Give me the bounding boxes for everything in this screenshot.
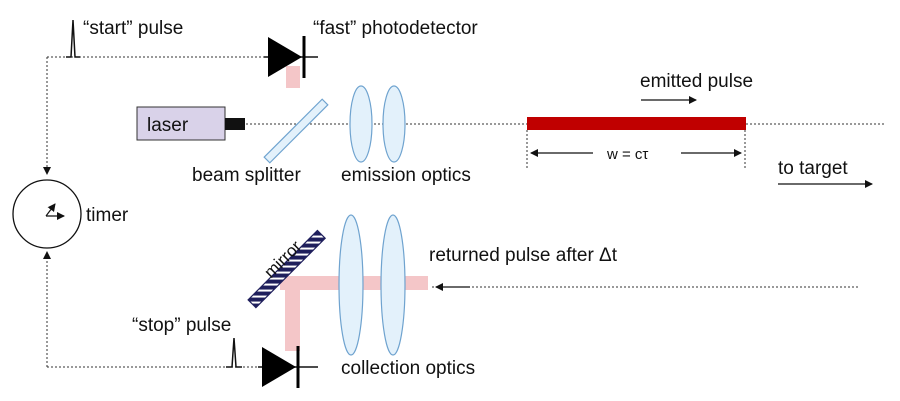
beam-splitter-icon <box>263 98 329 164</box>
mirror-icon <box>247 229 327 309</box>
beam-splitter-label: beam splitter <box>192 165 301 186</box>
collection-lens-2 <box>380 214 406 356</box>
returned-pulse-label: returned pulse after Δt <box>429 245 618 266</box>
stop-pulse-label: “stop” pulse <box>132 315 231 336</box>
start-pulse-label: “start” pulse <box>83 18 183 39</box>
emission-lens-2 <box>382 85 406 163</box>
to-target-label: to target <box>778 158 848 179</box>
emitted-pulse-label: emitted pulse <box>640 71 753 92</box>
pulse-width-label: w = cτ <box>606 146 648 163</box>
sampled-beam <box>286 66 300 88</box>
timer-label: timer <box>86 205 129 226</box>
collection-optics-label: collection optics <box>341 358 475 379</box>
fast-photodetector-icon <box>264 36 318 78</box>
stop-pulse-waveform <box>226 337 242 368</box>
laser-label: laser <box>147 115 189 136</box>
emission-lens-1 <box>349 85 373 163</box>
fast-photodetector-label: “fast” photodetector <box>313 18 478 39</box>
timer-icon <box>12 179 82 249</box>
pulse-width-dimension <box>526 130 746 170</box>
laser-aperture <box>225 118 245 130</box>
collection-photodetector-icon <box>258 346 318 388</box>
start-pulse-waveform <box>66 19 80 58</box>
emission-optics-label: emission optics <box>341 165 471 186</box>
collection-lens-1 <box>338 214 364 356</box>
emitted-pulse-bar <box>527 117 746 130</box>
